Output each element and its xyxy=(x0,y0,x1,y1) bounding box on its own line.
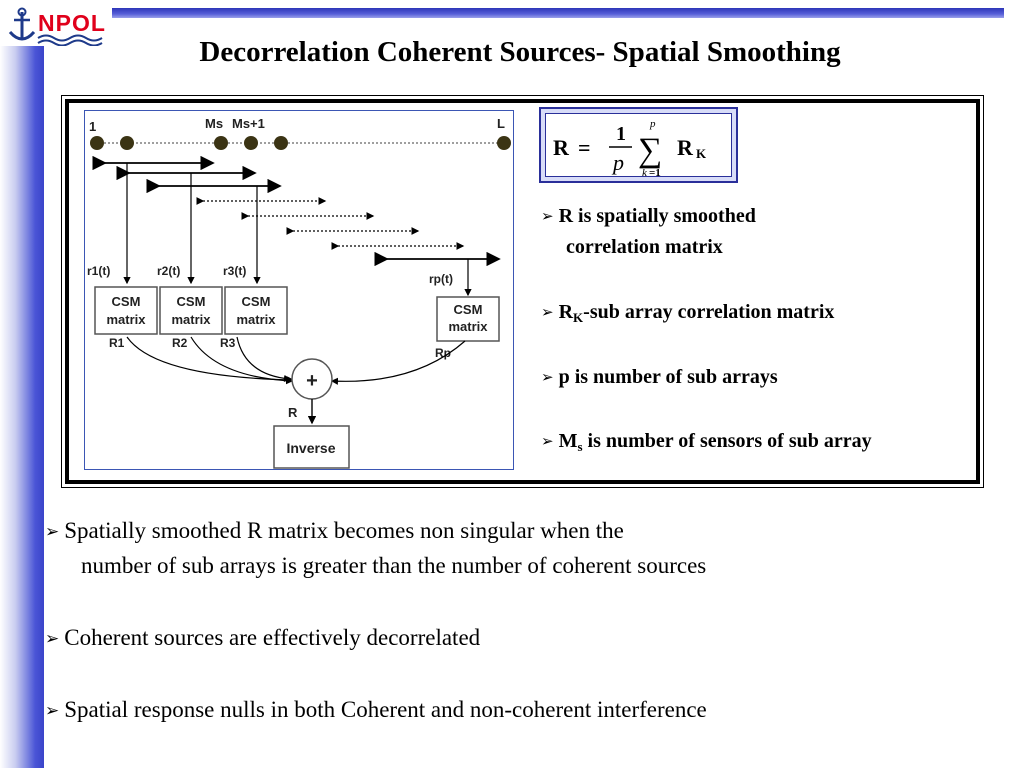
csm-box-p-line1: CSM xyxy=(454,302,483,317)
main-point-1-continuation: number of sub arrays is greater than the… xyxy=(81,553,707,578)
formula-lhs: R xyxy=(553,135,570,160)
sum-input-p xyxy=(330,340,466,385)
side-point-2-rest: -sub array correlation matrix xyxy=(583,301,835,323)
csm-box-2: CSM matrix xyxy=(159,286,223,335)
anchor-icon xyxy=(8,7,103,47)
formula-denominator: p xyxy=(611,150,624,175)
main-point-1: ➢Spatially smoothed R matrix becomes non… xyxy=(45,518,624,544)
signal-label-r1: r1(t) xyxy=(87,264,110,278)
arrow-bullet-icon: ➢ xyxy=(541,368,554,386)
top-accent-bar xyxy=(112,8,1004,18)
csm-box-1-line1: CSM xyxy=(112,294,141,309)
content-frame-inner xyxy=(65,99,980,484)
sum-input-3 xyxy=(236,336,292,383)
csm-box-3: CSM matrix xyxy=(224,286,288,335)
side-point-3: ➢p is number of sub arrays xyxy=(541,366,778,389)
main-point-3-text: Spatial response nulls in both Coherent … xyxy=(64,697,707,722)
side-point-4-sub: s xyxy=(577,439,583,454)
side-point-4: ➢Ms is number of sensors of sub array xyxy=(541,430,872,455)
sum-input-1 xyxy=(126,336,295,384)
sensor-ms xyxy=(214,136,228,150)
formula-term-sub: K xyxy=(696,146,707,161)
main-point-3: ➢Spatial response nulls in both Coherent… xyxy=(45,697,707,723)
arrow-bullet-icon: ➢ xyxy=(45,701,60,721)
csm-box-p-line2: matrix xyxy=(448,319,488,334)
formula-box: R = 1 p p ∑ k =1 R K xyxy=(539,107,738,183)
sum-symbol: + xyxy=(306,370,318,392)
sum-input-2 xyxy=(190,336,294,385)
arrow-bullet-icon: ➢ xyxy=(541,432,554,450)
spatial-smoothing-diagram: 1 Ms Ms+1 L r1(t) xyxy=(84,110,514,470)
left-gradient-bar xyxy=(0,46,44,768)
inverse-label: Inverse xyxy=(286,440,335,456)
side-point-4-rest: is number of sensors of sub array xyxy=(582,430,872,452)
sensor-label-ms: Ms xyxy=(205,116,223,131)
arrow-bullet-icon: ➢ xyxy=(541,207,554,225)
formula-sum-lower: k xyxy=(642,167,648,179)
formula-sum-upper: p xyxy=(649,118,656,130)
matrix-label-r2: R2 xyxy=(172,336,188,350)
side-point-1-continuation: correlation matrix xyxy=(566,236,723,258)
sensor-label-ms-plus-one: Ms+1 xyxy=(232,116,265,131)
side-point-1-text: R is spatially smoothed xyxy=(558,205,756,227)
side-point-1: ➢R is spatially smoothed xyxy=(541,205,756,228)
csm-box-3-line1: CSM xyxy=(242,294,271,309)
formula-numerator: 1 xyxy=(616,123,626,145)
side-point-4-main: M xyxy=(558,430,578,452)
csm-box-2-line2: matrix xyxy=(171,312,211,327)
side-point-2-sub: K xyxy=(573,310,584,325)
logo-text: NPOL xyxy=(38,10,106,36)
matrix-label-r3: R3 xyxy=(220,336,236,350)
main-point-2-text: Coherent sources are effectively decorre… xyxy=(64,625,481,650)
diagram-canvas: 1 Ms Ms+1 L r1(t) xyxy=(87,116,511,469)
sum-node: + xyxy=(291,358,333,400)
sensor-label-first: 1 xyxy=(89,119,96,134)
signal-label-r3: r3(t) xyxy=(223,264,246,278)
sensor-last xyxy=(497,136,511,150)
formula-inner: R = 1 p p ∑ k =1 R K xyxy=(545,113,732,179)
side-point-3-text: p is number of sub arrays xyxy=(558,366,778,388)
sensor-ms-plus-one xyxy=(244,136,258,150)
main-point-2: ➢Coherent sources are effectively decorr… xyxy=(45,625,480,651)
csm-box-1: CSM matrix xyxy=(94,286,158,335)
smoothing-formula: R = 1 p p ∑ k =1 R K xyxy=(553,118,707,179)
formula-sum-sign: ∑ xyxy=(638,132,662,169)
sensor-label-last: L xyxy=(497,116,505,131)
arrow-bullet-icon: ➢ xyxy=(45,629,60,649)
main-point-1-text: Spatially smoothed R matrix becomes non … xyxy=(64,518,624,543)
sensor-next xyxy=(274,136,288,150)
formula-sum-lower-eq: =1 xyxy=(649,167,661,179)
inverse-box: Inverse xyxy=(273,425,350,469)
formula-term: R xyxy=(677,135,694,160)
arrow-bullet-icon: ➢ xyxy=(45,522,60,542)
csm-box-2-line1: CSM xyxy=(177,294,206,309)
signal-label-rp: rp(t) xyxy=(429,272,453,286)
sensor-1 xyxy=(90,136,104,150)
subarray-span-dotted xyxy=(196,197,465,250)
formula-equals: = xyxy=(578,135,591,160)
matrix-label-r1: R1 xyxy=(109,336,125,350)
side-point-2: ➢RK-sub array correlation matrix xyxy=(541,301,834,326)
output-label: R xyxy=(288,405,298,420)
slide-title: Decorrelation Coherent Sources- Spatial … xyxy=(199,36,841,68)
signal-label-r2: r2(t) xyxy=(157,264,180,278)
side-point-2-main: R xyxy=(558,301,574,323)
csm-box-3-line2: matrix xyxy=(236,312,276,327)
csm-box-p: CSM matrix xyxy=(436,296,500,342)
matrix-label-rp: Rp xyxy=(435,346,451,360)
npol-logo: NPOL xyxy=(4,6,108,47)
arrow-bullet-icon: ➢ xyxy=(541,303,554,321)
sensor-2 xyxy=(120,136,134,150)
csm-box-1-line2: matrix xyxy=(106,312,146,327)
